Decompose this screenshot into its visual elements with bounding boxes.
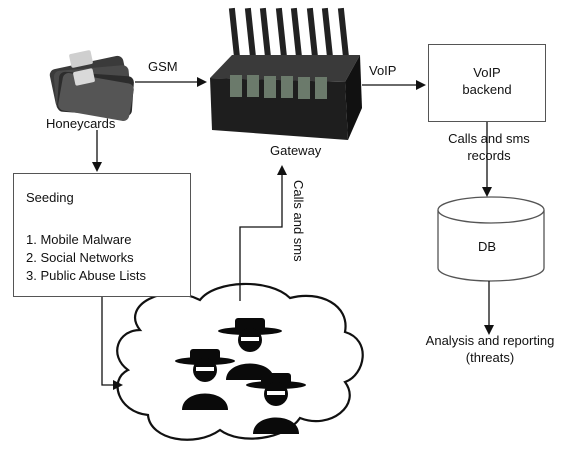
seeding-box: Seeding 1. Mobile Malware 2. Social Netw… xyxy=(13,173,191,297)
calls-and-sms-edge-label: Calls and sms xyxy=(291,180,306,262)
database-icon xyxy=(437,196,545,282)
seeding-item: 3. Public Abuse Lists xyxy=(26,268,146,283)
seeding-list: 1. Mobile Malware 2. Social Networks 3. … xyxy=(26,231,146,285)
analysis-label-line2: (threats) xyxy=(465,350,515,365)
db-label: DB xyxy=(478,239,497,254)
voip-backend-box: VoIP backend xyxy=(428,44,546,122)
sim-cards-icon xyxy=(49,50,134,122)
calls-sms-records-label-line1: Calls and sms xyxy=(448,131,530,146)
gateway-label: Gateway xyxy=(270,143,322,158)
edge-seeding-to-cloud xyxy=(101,297,123,390)
honeycards-label: Honeycards xyxy=(46,116,116,131)
seeding-title: Seeding xyxy=(26,190,74,205)
voip-edge-label: VoIP xyxy=(369,63,397,78)
voip-backend-label-line1: VoIP xyxy=(473,65,501,80)
seeding-item: 2. Social Networks xyxy=(26,250,134,265)
edges xyxy=(92,77,494,390)
analysis-label-line1: Analysis and reporting xyxy=(425,333,555,348)
attackers-cloud-icon xyxy=(116,282,364,441)
calls-sms-records-label-line2: records xyxy=(467,148,511,163)
edge-cloud-to-gateway xyxy=(239,165,287,301)
gsm-edge-label: GSM xyxy=(148,59,178,74)
seeding-item: 1. Mobile Malware xyxy=(26,232,132,247)
gsm-gateway-icon xyxy=(210,7,362,140)
voip-backend-label-line2: backend xyxy=(462,82,512,97)
